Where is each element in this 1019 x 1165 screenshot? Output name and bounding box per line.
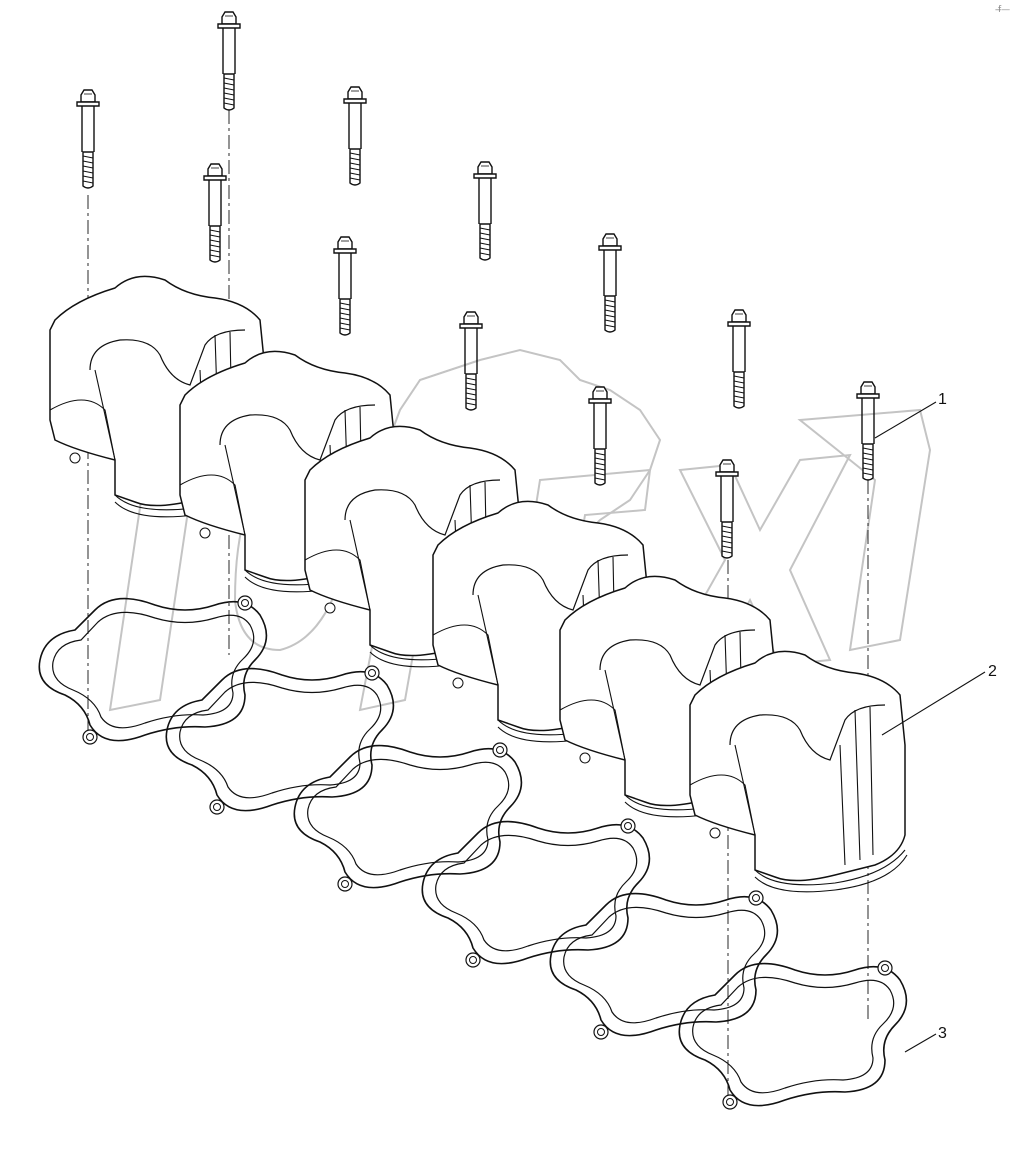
callout-3-label: 3 [938, 1025, 947, 1042]
valve-cover-6 [689, 650, 908, 893]
bolt-8 [598, 233, 622, 333]
bolt-9 [588, 386, 612, 486]
bolt-11 [715, 459, 739, 559]
leader-lines [874, 401, 986, 1053]
bolt-4 [343, 86, 367, 186]
corner-mark: f̶— [995, 5, 1010, 15]
bolt-10 [727, 309, 751, 409]
bolt-3 [203, 163, 227, 263]
bolt-12 [856, 381, 880, 481]
gasket-5 [549, 890, 779, 1040]
bolt-5 [333, 236, 357, 336]
gasket-1 [38, 595, 268, 745]
callout-1-label: 1 [938, 391, 947, 408]
callout-2-label: 2 [988, 663, 997, 680]
gasket-4 [421, 818, 651, 968]
bolt-6 [473, 161, 497, 261]
gasket-3 [293, 742, 523, 892]
bolt-2 [217, 11, 241, 111]
gasket-6 [678, 960, 908, 1110]
bolt-1 [76, 89, 100, 189]
valve-covers [49, 275, 908, 893]
gasket-2 [165, 665, 395, 815]
